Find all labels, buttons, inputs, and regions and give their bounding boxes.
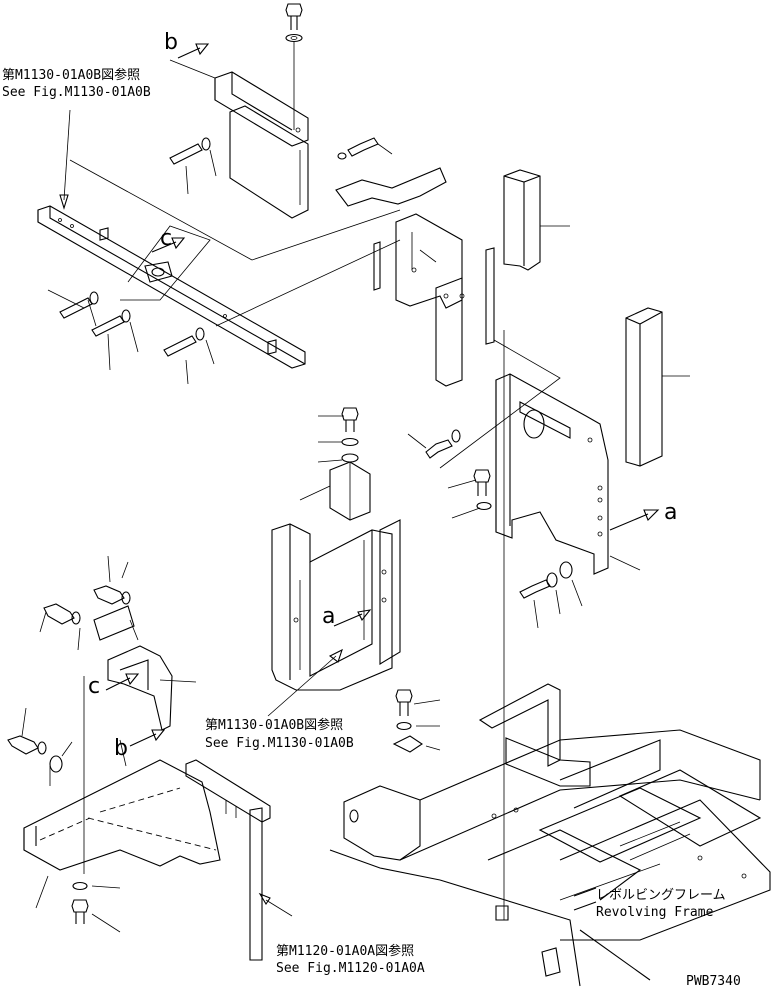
marker-b-top: b <box>164 30 178 55</box>
frame-label-en: Revolving Frame <box>596 905 714 920</box>
upper-bracket <box>214 71 309 219</box>
left-bolts <box>47 137 393 385</box>
revolving-frame <box>329 330 771 987</box>
side-panel <box>495 373 609 575</box>
radiator-frame <box>271 519 401 691</box>
ref-middle-jp: 第M1130-01A0B図参照 <box>205 718 344 733</box>
mid-bracket <box>299 461 371 521</box>
tall-pad-right <box>625 307 690 467</box>
long-rail <box>37 205 306 369</box>
marker-a-right: a <box>664 500 678 525</box>
tall-pad-upper <box>503 169 570 271</box>
ref-middle-en: See Fig.M1130-01A0B <box>205 736 354 751</box>
marker-b-lower: b <box>114 736 128 761</box>
drawing-number: PWB7340 <box>686 974 741 989</box>
frame-label-jp: レボルビングフレーム <box>596 888 726 903</box>
ref-top-left-jp: 第M1130-01A0B図参照 <box>2 68 141 83</box>
ref-bottom-en: See Fig.M1120-01A0A <box>276 961 425 976</box>
lower-left-parts <box>7 555 197 786</box>
marker-a-middle: a <box>322 604 336 629</box>
center-plates <box>335 167 495 387</box>
top-bolt <box>285 3 303 130</box>
marker-c-lower: c <box>88 674 101 699</box>
ref-bottom-jp: 第M1120-01A0A図参照 <box>276 944 415 959</box>
ref-top-left-en: See Fig.M1130-01A0B <box>2 85 151 100</box>
lower-cover <box>23 676 221 933</box>
marker-c-top: c <box>160 226 173 251</box>
post-bracket <box>185 759 293 961</box>
